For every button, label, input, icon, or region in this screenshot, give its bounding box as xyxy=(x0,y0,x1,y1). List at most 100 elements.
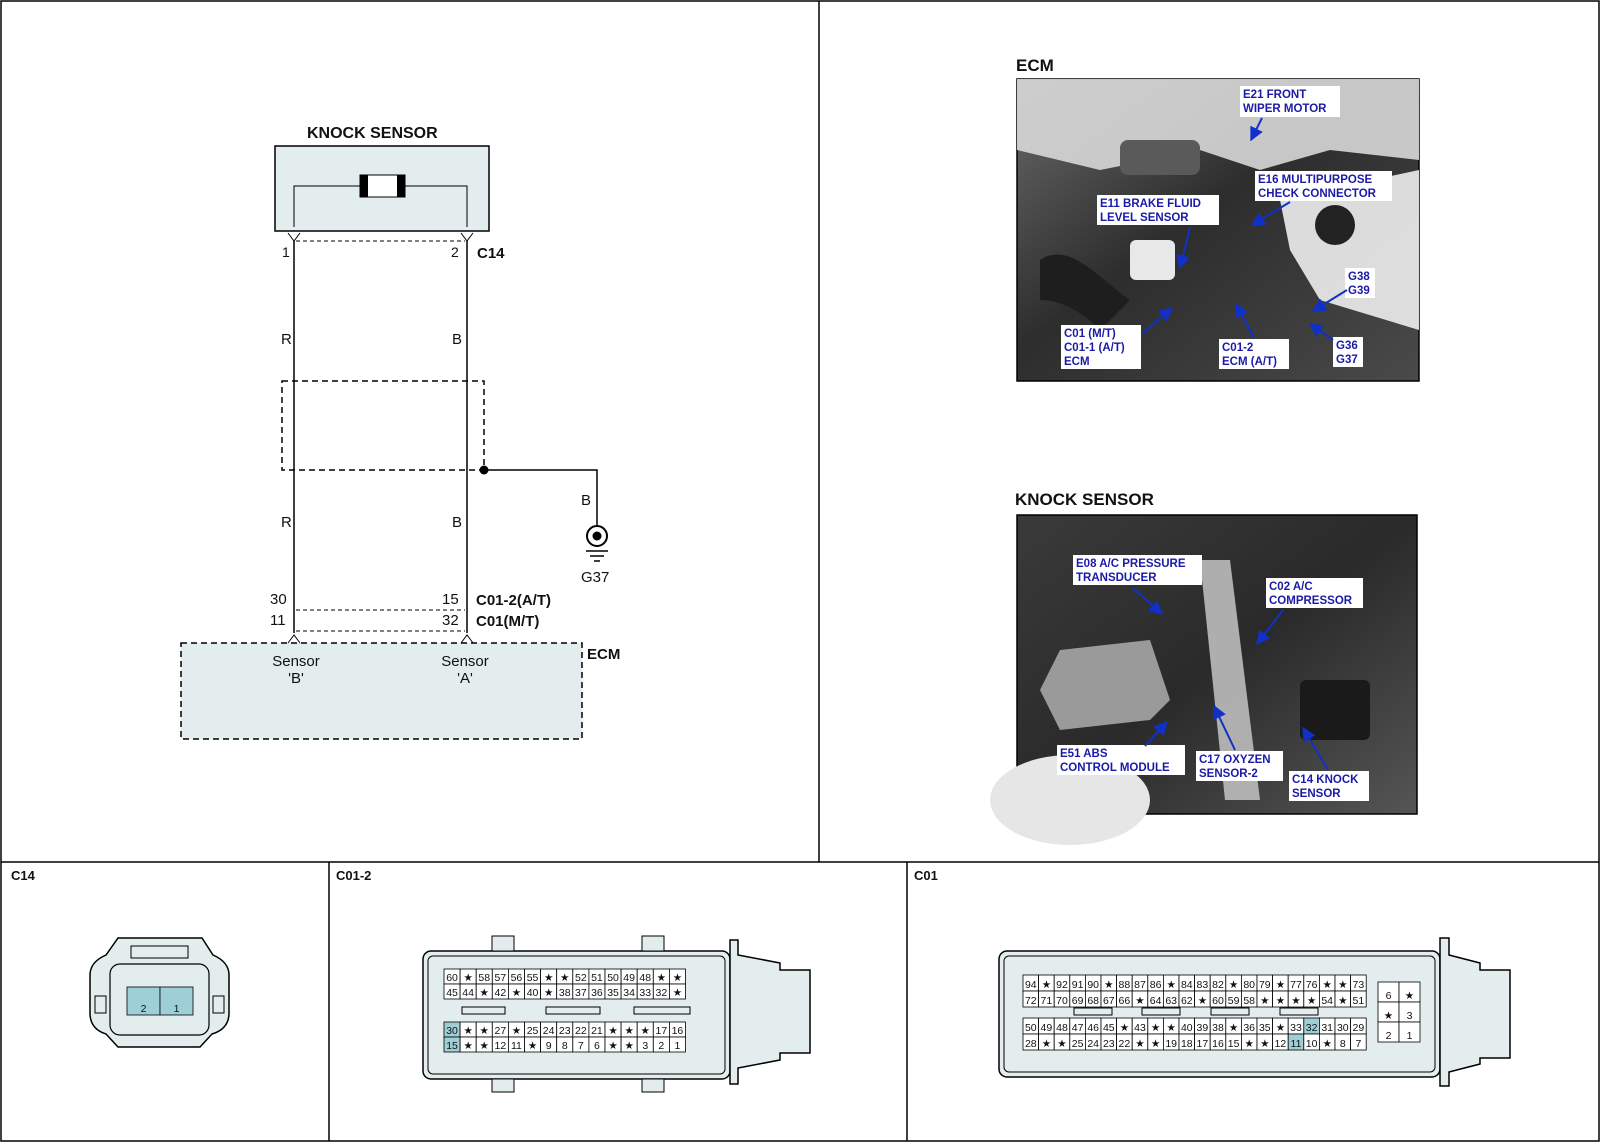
ecm-label: ECM xyxy=(587,646,620,663)
pin-number: 58 xyxy=(478,972,490,984)
label-box-e08 xyxy=(1073,555,1202,585)
pin-number: 83 xyxy=(1197,979,1209,991)
pin-number: ★ xyxy=(1135,1038,1145,1050)
pin-number: ★ xyxy=(1291,995,1301,1007)
pin-number: ★ xyxy=(512,987,522,999)
label-e08-line2: TRANSDUCER xyxy=(1076,572,1157,584)
label-c01-line1: C01 (M/T) xyxy=(1064,328,1116,340)
pin-cell xyxy=(1398,1021,1421,1043)
pin-number: ★ xyxy=(1135,995,1145,1007)
label-box-e16 xyxy=(1255,171,1392,201)
c012-lever xyxy=(729,939,811,1085)
pin-number: 91 xyxy=(1072,979,1084,991)
pin-number: ★ xyxy=(1198,995,1208,1007)
pin-cell xyxy=(159,986,194,1016)
pin-number: 23 xyxy=(559,1025,571,1037)
pin-number: 30 xyxy=(446,1025,458,1037)
photo-ecm-wiper-motor xyxy=(1120,140,1200,175)
pin-number: 1 xyxy=(174,1003,180,1015)
pin-number: ★ xyxy=(1229,1022,1239,1034)
pin-number: 92 xyxy=(1056,979,1068,991)
pin-number: 76 xyxy=(1306,979,1318,991)
pin-number: 12 xyxy=(1275,1038,1287,1050)
pin-number: 19 xyxy=(1165,1038,1177,1050)
pin-number: 34 xyxy=(623,987,635,999)
pin-number: 1 xyxy=(1407,1030,1413,1042)
photo-knock-sensor: KNOCK SENSOR E08 A/C PRESSURE TRANSDUCER… xyxy=(990,490,1418,845)
connector-c14-view-title: C14 xyxy=(11,868,36,883)
pin-number: 6 xyxy=(1386,990,1392,1002)
arrow-c02 xyxy=(1256,609,1284,646)
ecm-pin-32-label: 32 xyxy=(442,612,459,629)
pin-number: 71 xyxy=(1041,995,1053,1007)
pin-number: 2 xyxy=(658,1040,664,1052)
label-box-e51 xyxy=(1057,745,1185,775)
pin-number: 32 xyxy=(1306,1022,1318,1034)
pin-number: 87 xyxy=(1134,979,1146,991)
pin-number: ★ xyxy=(1057,1038,1067,1050)
pin-cell xyxy=(126,986,161,1016)
pin-number: 45 xyxy=(446,987,458,999)
label-box-c02 xyxy=(1266,578,1363,608)
knock-sensor-title: KNOCK SENSOR xyxy=(307,125,438,142)
pin-number: 33 xyxy=(1290,1022,1302,1034)
pin-number: 51 xyxy=(1353,995,1365,1007)
connector-c01-mt-label: C01(M/T) xyxy=(476,613,539,630)
label-e16-line1: E16 MULTIPURPOSE xyxy=(1258,174,1372,186)
pin-number: ★ xyxy=(544,987,554,999)
label-c14-line2: SENSOR xyxy=(1292,788,1341,800)
pin-number: 47 xyxy=(1072,1022,1084,1034)
schematic: KNOCK SENSOR 1 2 C14 R B B G37 R B 30 xyxy=(180,125,620,740)
label-e11-line2: LEVEL SENSOR xyxy=(1100,212,1189,224)
arrow-c01 xyxy=(1142,307,1174,334)
pin-number: 22 xyxy=(1119,1038,1131,1050)
label-g36-line1: G36 xyxy=(1336,340,1358,352)
pin-number: ★ xyxy=(544,972,554,984)
pin-number: 58 xyxy=(1243,995,1255,1007)
pin-number: ★ xyxy=(1384,1010,1394,1022)
pin-number: 11 xyxy=(511,1040,522,1052)
pin-number: ★ xyxy=(1405,990,1415,1002)
pin-number: 38 xyxy=(559,987,571,999)
pin-number: ★ xyxy=(608,1025,618,1037)
pin-number: ★ xyxy=(1338,979,1348,991)
label-box-c01-2 xyxy=(1219,339,1289,369)
pin-number: 66 xyxy=(1119,995,1131,1007)
pin-number: ★ xyxy=(624,1040,634,1052)
pin-number: 46 xyxy=(1087,1022,1099,1034)
pin-number: 82 xyxy=(1212,979,1224,991)
pin-2-label: 2 xyxy=(451,244,459,260)
pin-number: 23 xyxy=(1103,1038,1115,1050)
pin-number: 56 xyxy=(511,972,523,984)
photo-ecm: ECM E21 FRONT WIPER MOTOR E16 MULTIPURPO… xyxy=(1016,56,1420,382)
pin-number: 48 xyxy=(1056,1022,1068,1034)
pin-number: ★ xyxy=(1104,979,1114,991)
pin-number: 79 xyxy=(1259,979,1271,991)
pin-number: 51 xyxy=(591,972,603,984)
pin2-terminal xyxy=(460,232,474,242)
photo-knock-pipe xyxy=(1200,560,1260,800)
c14-latch xyxy=(130,945,189,959)
label-c17-line2: SENSOR-2 xyxy=(1199,768,1258,780)
pin-cell xyxy=(1350,990,1367,1008)
pin-number: 67 xyxy=(1103,995,1115,1007)
ground-wire-color: B xyxy=(581,492,591,509)
ecm-box xyxy=(180,642,583,740)
c01-key-4 xyxy=(1279,1007,1319,1016)
pin-number: ★ xyxy=(1042,979,1052,991)
photo-knock-title: KNOCK SENSOR xyxy=(1015,490,1154,509)
pin-number: ★ xyxy=(1166,1022,1176,1034)
photo-knock-arrows xyxy=(1132,587,1329,771)
pin-number: 60 xyxy=(1212,995,1224,1007)
photo-ecm-hose xyxy=(1040,254,1130,330)
pin1-terminal xyxy=(287,232,301,242)
c012-bottom-tab-2 xyxy=(641,1078,665,1093)
arrow-e16 xyxy=(1250,201,1291,226)
pin-number: 2 xyxy=(1386,1030,1392,1042)
